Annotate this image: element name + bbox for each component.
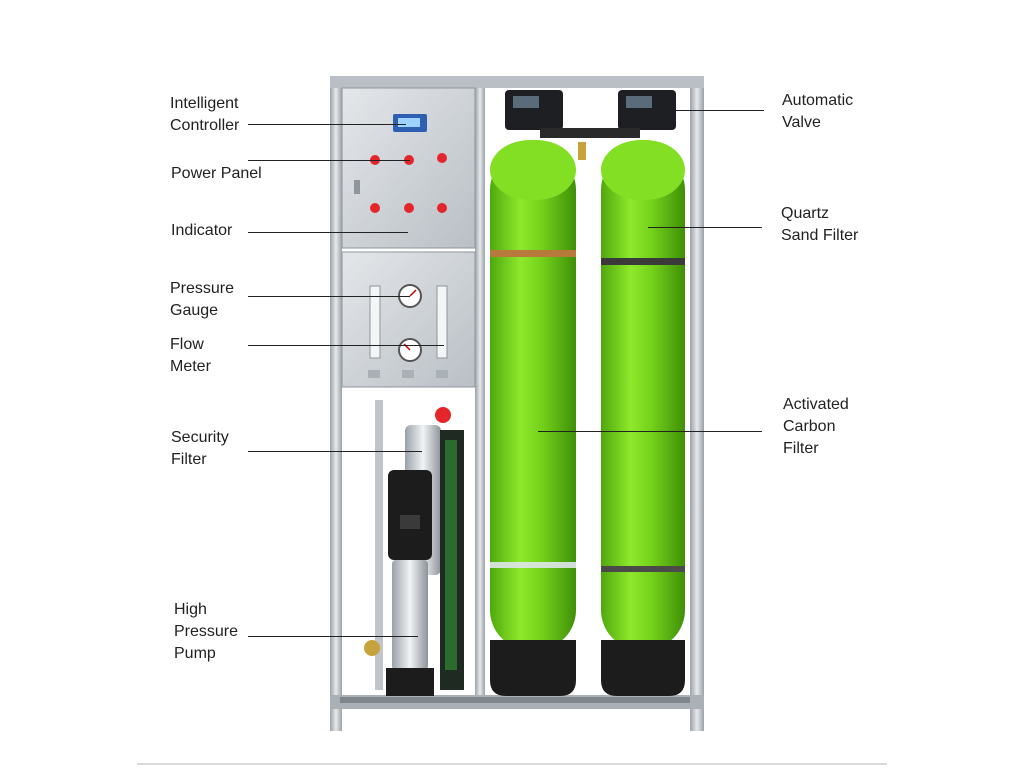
- indicator-light-icon: [370, 203, 380, 213]
- indicator-light-icon: [437, 203, 447, 213]
- valve-handle-icon: [435, 407, 451, 423]
- leader-line-high-pressure-pump: [248, 636, 418, 637]
- steel-frame: [330, 76, 704, 731]
- leader-line-power-panel: [248, 160, 410, 161]
- label-power-panel: Power Panel: [171, 165, 262, 182]
- leader-line-quartz-sand-filter: [648, 227, 762, 228]
- quartz-sand-tank: [601, 140, 685, 696]
- high-pressure-pump: [364, 470, 434, 696]
- gauge-panel: [341, 251, 476, 388]
- security-filter: [375, 400, 464, 690]
- control-panel: [341, 87, 476, 249]
- activated-carbon-tank: [490, 140, 576, 696]
- leader-line-pressure-gauge: [248, 296, 410, 297]
- leader-line-activated-carbon-filter: [538, 431, 762, 432]
- label-indicator: Indicator: [171, 222, 233, 239]
- automatic-valves: [505, 90, 676, 160]
- leader-line-flow-meter: [248, 345, 444, 346]
- leader-line-automatic-valve: [676, 110, 764, 111]
- leader-line-security-filter: [248, 451, 422, 452]
- power-button-icon: [437, 153, 447, 163]
- leader-line-intelligent-controller: [248, 124, 406, 125]
- bottom-divider: [137, 763, 887, 765]
- leader-line-indicator: [248, 232, 408, 233]
- indicator-light-icon: [404, 203, 414, 213]
